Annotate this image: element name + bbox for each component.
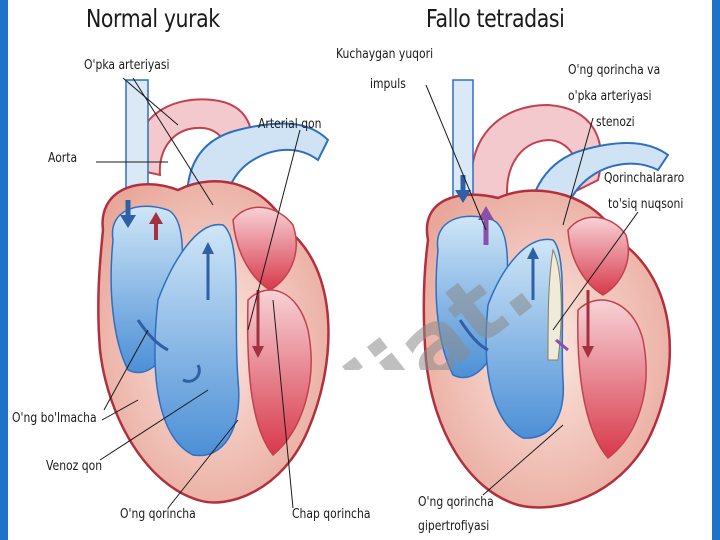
vena-cava-vessel — [125, 79, 149, 201]
label-aorta: Aorta — [48, 150, 78, 166]
flow-arrow-icon — [136, 319, 169, 352]
ventricular-septal-defect — [547, 248, 562, 361]
flow-arrow-icon — [149, 212, 163, 224]
leader-lines-right — [425, 84, 639, 496]
label-arterial-blood: Arterial qon — [258, 116, 322, 132]
flow-arrow-icon — [582, 346, 594, 358]
label-hypertrophy-1: O'ng qorincha — [418, 494, 494, 510]
flow-arrow-icon — [252, 346, 264, 358]
normal-heart — [96, 77, 330, 509]
label-right-ventricle: O'ng qorincha — [120, 506, 196, 522]
label-increased-impulse-1: Kuchaygan yuqori — [336, 46, 434, 62]
hearts-illustration — [96, 77, 671, 509]
fallot-heart — [422, 79, 671, 509]
label-venous-blood: Venoz qon — [46, 458, 103, 474]
slide-panel: Normal yurak Fallo tetradasi O'pka arter… — [8, 0, 712, 540]
flow-arrow-icon — [478, 206, 494, 220]
normal-right-ventricle — [154, 223, 240, 457]
flow-arrow-icon — [182, 364, 201, 383]
label-stenosis-2: o'pka arteriyasi — [568, 88, 652, 104]
normal-left-atrium — [232, 206, 297, 291]
label-stenosis-1: O'ng qorincha va — [568, 62, 661, 78]
fallot-left-ventricle — [577, 299, 647, 460]
title-normal-heart: Normal yurak — [86, 4, 220, 33]
label-stenosis-3: stenozi — [596, 114, 635, 130]
label-left-ventricle: Chap qorincha — [292, 506, 371, 522]
flow-arrow-icon — [527, 247, 539, 259]
flow-arrow-icon — [458, 319, 489, 352]
label-increased-impulse-2: impuls — [370, 76, 406, 92]
fallot-right-ventricle-hypertrophied — [485, 238, 565, 439]
flow-arrow-icon — [202, 242, 214, 254]
label-hypertrophy-2: gipertrofiyasi — [418, 518, 490, 534]
flow-arrow-icon — [555, 338, 569, 352]
title-fallot-tetralogy: Fallo tetradasi — [426, 4, 565, 33]
label-right-atrium: O'ng bo'lmacha — [12, 410, 97, 426]
fallot-left-atrium — [567, 216, 630, 296]
label-pulmonary-artery: O'pka arteriyasi — [84, 57, 170, 73]
flow-arrow-icon — [455, 190, 471, 203]
leader-lines-left — [96, 77, 301, 509]
label-vsd-2: to'siq nuqsoni — [608, 196, 684, 212]
label-vsd-1: Qorinchalararo — [604, 170, 685, 186]
flow-arrow-icon — [120, 215, 136, 228]
normal-left-ventricle — [246, 289, 312, 457]
